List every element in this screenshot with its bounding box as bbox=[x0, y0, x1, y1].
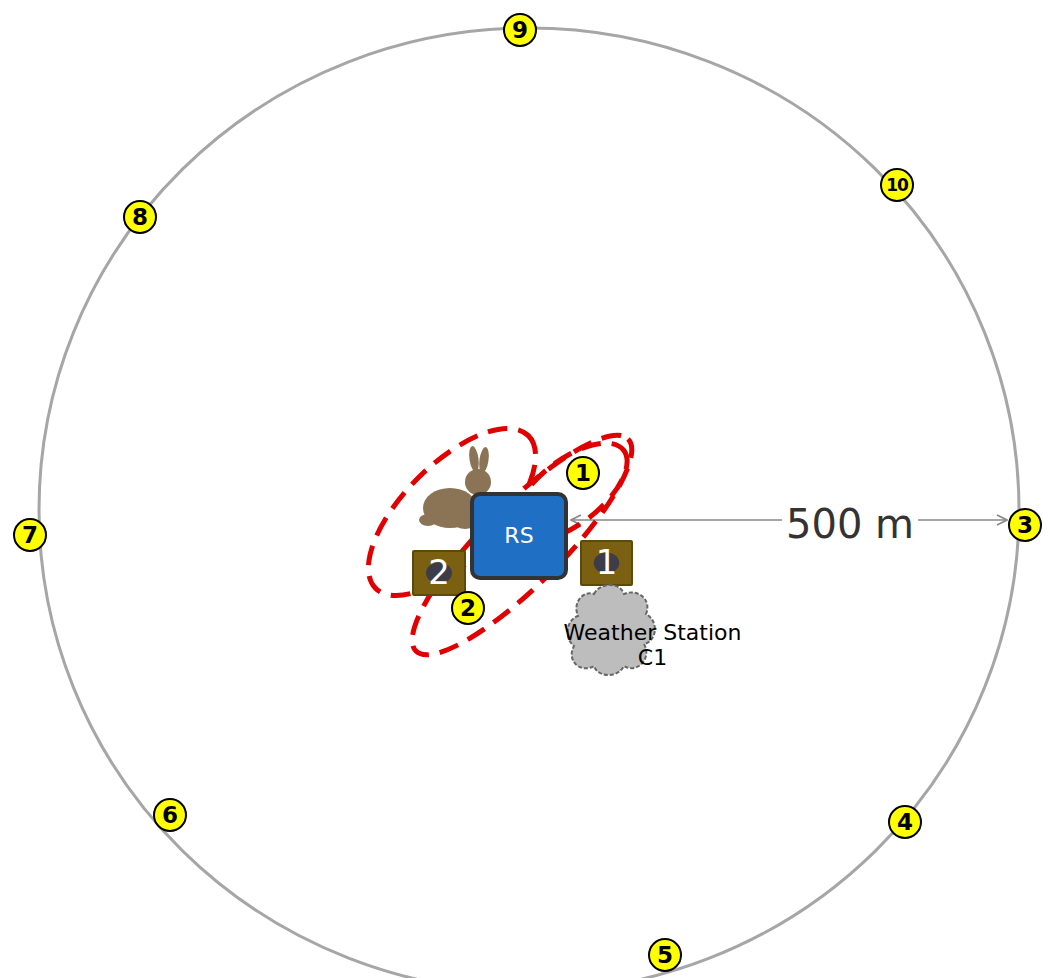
weather-station-cloud: Weather Station C1 bbox=[544, 612, 761, 678]
node-text-group: 1 bbox=[596, 543, 618, 582]
callout-number: 6 bbox=[153, 798, 187, 832]
node-text-group: RS bbox=[504, 523, 533, 548]
callout-number: 2 bbox=[451, 591, 485, 625]
trap-box: 2 bbox=[412, 550, 466, 596]
callout-number: 9 bbox=[503, 13, 537, 47]
callout-number: 1 bbox=[566, 456, 600, 490]
perimeter-circle bbox=[39, 28, 1019, 978]
node-label: 2 bbox=[428, 553, 450, 592]
callout-number: 3 bbox=[1008, 508, 1042, 542]
node-label: RS bbox=[504, 523, 533, 548]
callout-number: 10 bbox=[880, 168, 914, 202]
trap-box: 1 bbox=[580, 540, 633, 586]
node-text-group: Weather Station C1 bbox=[548, 620, 757, 671]
dimension-label: 500 m bbox=[782, 504, 918, 544]
station-box: RS bbox=[470, 492, 568, 580]
node-label: Weather Station C1 bbox=[548, 620, 757, 671]
node-text-group: 2 bbox=[428, 553, 450, 592]
node-label: 1 bbox=[596, 543, 618, 582]
callout-number: 8 bbox=[123, 200, 157, 234]
callout-number: 7 bbox=[13, 518, 47, 552]
callout-number: 5 bbox=[648, 938, 682, 972]
callout-number: 4 bbox=[888, 805, 922, 839]
